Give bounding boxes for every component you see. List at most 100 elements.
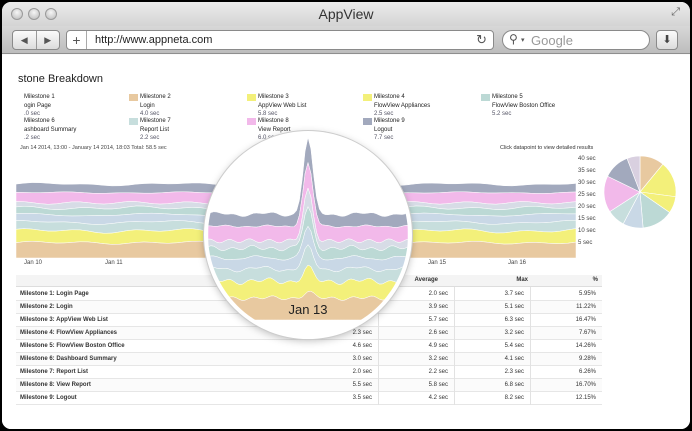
- legend-value: .2 sec: [24, 135, 41, 141]
- legend-label: Milestone 4: [374, 94, 405, 100]
- legend-label: Milestone 5: [492, 94, 523, 100]
- search-dropdown-icon[interactable]: ▾: [521, 37, 525, 44]
- min-value: 2.0 sec: [352, 369, 372, 375]
- date-range-text: Jan 14 2014, 13:00 - January 14 2014, 18…: [20, 145, 167, 151]
- percent-value: 7.67%: [578, 330, 596, 336]
- search-placeholder: Google: [531, 33, 573, 48]
- min-value: 3.0 sec: [352, 356, 372, 362]
- x-tick-label: Jan 15: [428, 260, 447, 266]
- close-window-button[interactable]: [11, 8, 23, 20]
- reload-icon[interactable]: ↻: [476, 32, 487, 47]
- milestone-name: Milestone 9: Logout: [20, 395, 77, 401]
- min-value: 2.3 sec: [352, 330, 372, 336]
- legend-sub: ashboard Summary: [24, 126, 77, 133]
- download-icon: ⬇: [662, 34, 672, 46]
- column-divider: [454, 287, 455, 405]
- legend-item[interactable]: Milestone 1 ogin Page .0 sec: [24, 93, 55, 119]
- milestone-name: Milestone 2: Login: [20, 304, 73, 310]
- y-tick-label: 5 sec: [578, 240, 593, 246]
- browser-toolbar: ◀ ▶ + http://www.appneta.com ↻ ⚲ ▾ Googl…: [2, 26, 690, 54]
- legend-sub: FlowView Boston Office: [492, 102, 556, 109]
- forward-arrow-icon: ▶: [44, 34, 52, 45]
- search-field[interactable]: ⚲ ▾ Google: [502, 30, 650, 50]
- percent-value: 16.70%: [575, 382, 596, 388]
- percent-value: 5.95%: [578, 291, 596, 297]
- nav-buttons: ◀ ▶: [12, 30, 60, 50]
- window-title: AppView: [318, 6, 374, 22]
- fullscreen-icon[interactable]: ⤢: [671, 6, 680, 18]
- legend-item[interactable]: Milestone 5 FlowView Boston Office 5.2 sec: [481, 93, 556, 119]
- legend-swatch: [247, 94, 256, 101]
- stream-layer: [208, 290, 408, 321]
- average-value: 4.9 sec: [428, 343, 448, 349]
- chart-magnifier: Jan 13: [204, 131, 412, 339]
- legend-label: Milestone 3: [258, 94, 289, 100]
- page-content: stone Breakdown Milestone 1 ogin Page .0 s…: [2, 55, 690, 429]
- legend-value: .0 sec: [24, 111, 41, 117]
- milestone-name: Milestone 8: View Report: [20, 382, 91, 388]
- average-value: 4.2 sec: [428, 395, 448, 401]
- y-tick-label: 25 sec: [578, 192, 596, 198]
- percent-value: 11.22%: [576, 304, 596, 310]
- legend-item[interactable]: Milestone 4 FlowView Appliances 2.5 sec: [363, 93, 431, 119]
- legend-sub: View Report: [258, 126, 291, 133]
- url-field[interactable]: http://www.appneta.com: [95, 34, 213, 46]
- legend-sub: FlowView Appliances: [374, 102, 431, 109]
- legend-label: Milestone 7: [140, 118, 171, 124]
- y-tick-label: 20 sec: [578, 204, 596, 210]
- zoom-window-button[interactable]: [45, 8, 57, 20]
- back-arrow-icon: ◀: [20, 34, 28, 45]
- address-bar[interactable]: + http://www.appneta.com ↻: [66, 30, 494, 50]
- milestone-pie-chart[interactable]: [602, 154, 678, 230]
- downloads-button[interactable]: ⬇: [656, 30, 678, 50]
- legend-sub: ogin Page: [24, 102, 52, 109]
- milestone-name: Milestone 1: Login Page: [20, 291, 89, 297]
- legend-value: 5.2 sec: [492, 111, 512, 117]
- percent-value: 12.15%: [575, 395, 596, 401]
- average-value: 5.8 sec: [428, 382, 448, 388]
- col-average-header[interactable]: Average: [414, 277, 438, 283]
- y-tick-label: 30 sec: [578, 180, 596, 186]
- average-value: 3.9 sec: [428, 304, 448, 310]
- legend-label: Milestone 8: [258, 118, 289, 124]
- x-tick-label: Jan 11: [105, 260, 123, 266]
- max-value: 6.3 sec: [504, 317, 524, 323]
- forward-button[interactable]: ▶: [35, 31, 60, 49]
- legend-label: Milestone 9: [374, 118, 405, 124]
- legend-swatch: [363, 94, 372, 101]
- col-pct-header[interactable]: %: [592, 277, 598, 283]
- legend-swatch: [363, 118, 372, 125]
- pie-slice[interactable]: [626, 155, 641, 193]
- max-value: 5.1 sec: [504, 304, 524, 310]
- legend-item[interactable]: Milestone 6 ashboard Summary .2 sec: [24, 117, 76, 143]
- average-value: 5.7 sec: [428, 317, 448, 323]
- new-tab-button[interactable]: +: [67, 31, 87, 49]
- legend-swatch: [481, 94, 490, 101]
- average-value: 2.2 sec: [428, 369, 448, 375]
- milestone-name: Milestone 3: AppView Web List: [20, 317, 108, 323]
- min-value: 4.6 sec: [352, 343, 372, 349]
- average-value: 2.0 sec: [428, 291, 448, 297]
- max-value: 4.1 sec: [504, 356, 524, 362]
- y-tick-label: 10 sec: [578, 228, 596, 234]
- legend-label: Milestone 1: [24, 94, 55, 100]
- legend-label: Milestone 6: [24, 118, 55, 124]
- minimize-window-button[interactable]: [28, 8, 40, 20]
- legend-swatch: [129, 118, 138, 125]
- legend-sub: Report List: [140, 126, 170, 133]
- max-value: 3.7 sec: [504, 291, 524, 297]
- page-title: stone Breakdown: [18, 73, 103, 85]
- legend-value: 2.5 sec: [374, 111, 394, 117]
- back-button[interactable]: ◀: [13, 31, 36, 49]
- col-max-header[interactable]: Max: [516, 277, 528, 283]
